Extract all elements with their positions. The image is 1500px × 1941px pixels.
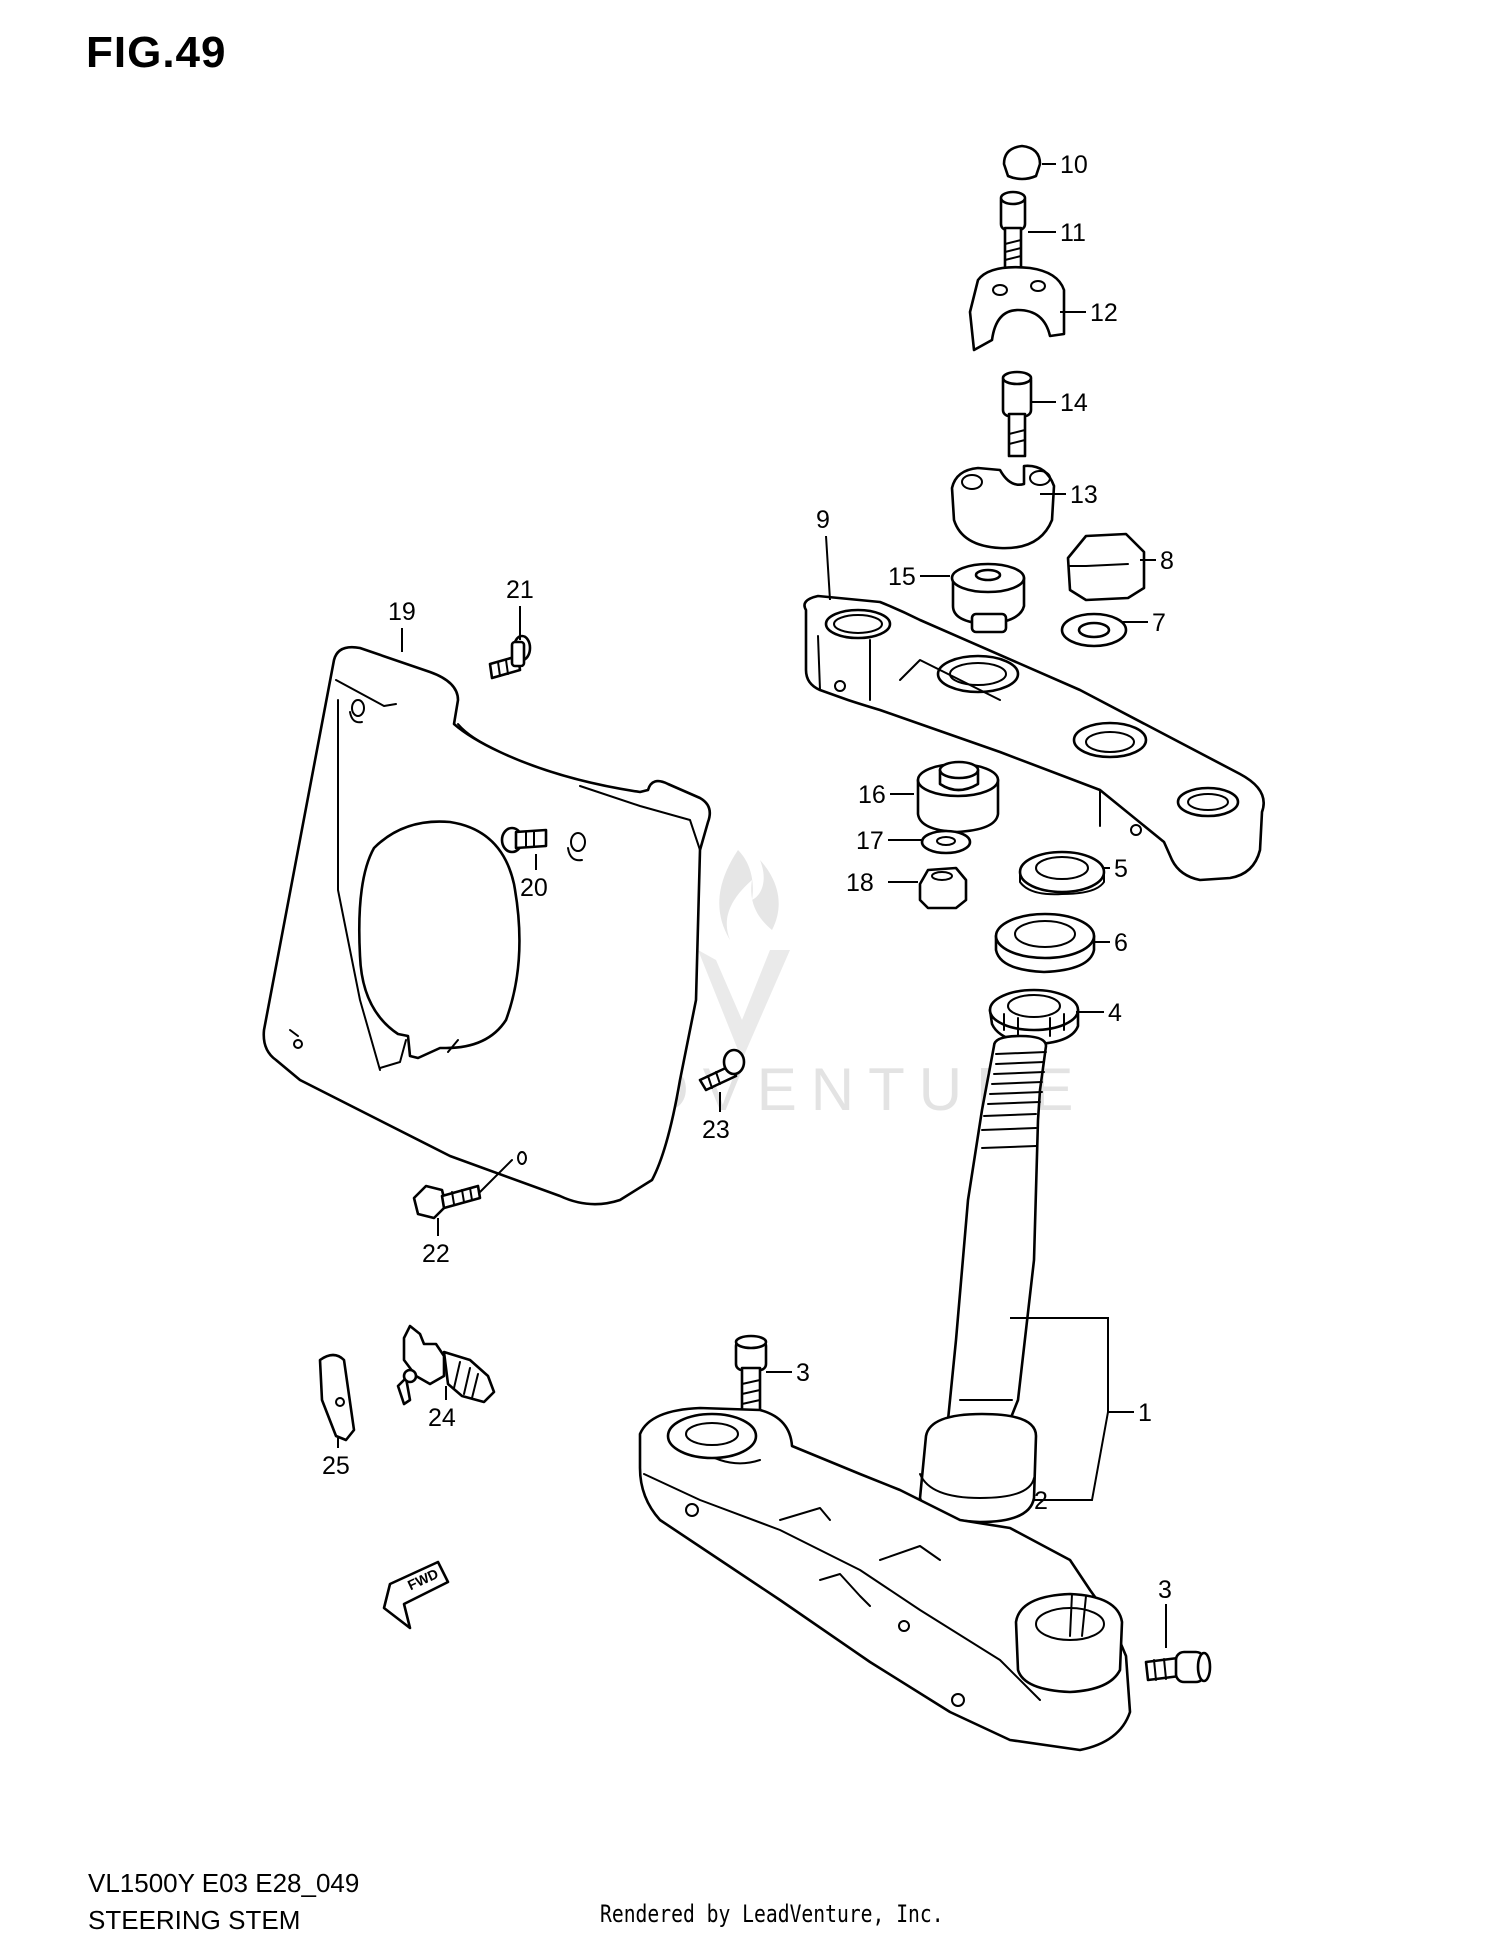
callout-9: 9 [816, 506, 830, 534]
callout-1: 1 [1138, 1399, 1152, 1427]
part-3-bolt-upper [734, 1334, 768, 1418]
callout-13: 13 [1070, 481, 1098, 509]
callout-3-upper: 3 [796, 1359, 810, 1387]
part-10-cap [1002, 144, 1042, 181]
callout-25: 25 [322, 1452, 350, 1480]
part-14-bolt [1001, 370, 1033, 458]
part-16-bushing [916, 760, 1000, 834]
part-9-upper-bracket [803, 594, 1265, 882]
callout-4: 4 [1108, 999, 1122, 1027]
part-17-washer [920, 829, 972, 855]
part-11-bolt [999, 190, 1027, 272]
callout-3-lower: 3 [1158, 1576, 1172, 1604]
callout-21: 21 [506, 576, 534, 604]
part-20-screw [500, 826, 548, 854]
part-21-screw [488, 634, 532, 680]
part-1-steering-stem [918, 1034, 1048, 1524]
callout-24: 24 [428, 1404, 456, 1432]
part-25-emblem [318, 1353, 356, 1442]
part-22-screw [412, 1159, 513, 1220]
part-2-lower-bracket [638, 1406, 1132, 1752]
callout-6: 6 [1114, 929, 1128, 957]
part-5-lock-nut [1018, 850, 1106, 896]
callout-16: 16 [858, 781, 886, 809]
callout-8: 8 [1160, 547, 1174, 575]
callout-23: 23 [702, 1116, 730, 1144]
callout-15: 15 [888, 563, 916, 591]
part-18-nut [918, 866, 968, 910]
part-3-bolt-lower [1144, 1650, 1212, 1684]
part-24-lock-set [396, 1324, 496, 1406]
callout-18: 18 [846, 869, 874, 897]
section-title: STEERING STEM [88, 1905, 301, 1935]
callout-19: 19 [388, 598, 416, 626]
part-6-seal [994, 912, 1096, 974]
figure-title: FIG.49 [86, 28, 227, 77]
watermark-flame-logo [719, 850, 779, 940]
part-8-nut [1066, 532, 1146, 602]
callout-12: 12 [1090, 299, 1118, 327]
part-7-washer [1060, 612, 1128, 648]
part-4-bearing [988, 988, 1080, 1046]
callout-11: 11 [1060, 219, 1086, 247]
callout-7: 7 [1152, 609, 1166, 637]
part-23-screw [698, 1048, 746, 1092]
callout-14: 14 [1060, 389, 1088, 417]
model-code: VL1500Y E03 E28_049 [88, 1868, 360, 1898]
callout-20: 20 [520, 874, 548, 902]
leader-lines [337, 163, 1167, 1648]
part-13-lower-holder [950, 464, 1056, 550]
callout-17: 17 [856, 827, 884, 855]
callout-5: 5 [1114, 855, 1128, 883]
callout-2: 2 [1034, 1487, 1048, 1515]
callout-22: 22 [422, 1240, 450, 1268]
fwd-direction-arrow: FWD [382, 1560, 450, 1630]
part-15-bushing [950, 562, 1026, 634]
callout-labels: 10 11 12 14 13 9 15 8 7 16 17 18 5 6 4 3… [322, 151, 1174, 1604]
callout-10: 10 [1060, 151, 1088, 179]
part-19-cover [262, 645, 712, 1206]
part-12-upper-holder [968, 265, 1066, 352]
rendered-by-credit: Rendered by LeadVenture, Inc. [600, 1900, 944, 1928]
watermark-v-logo [698, 950, 790, 1060]
